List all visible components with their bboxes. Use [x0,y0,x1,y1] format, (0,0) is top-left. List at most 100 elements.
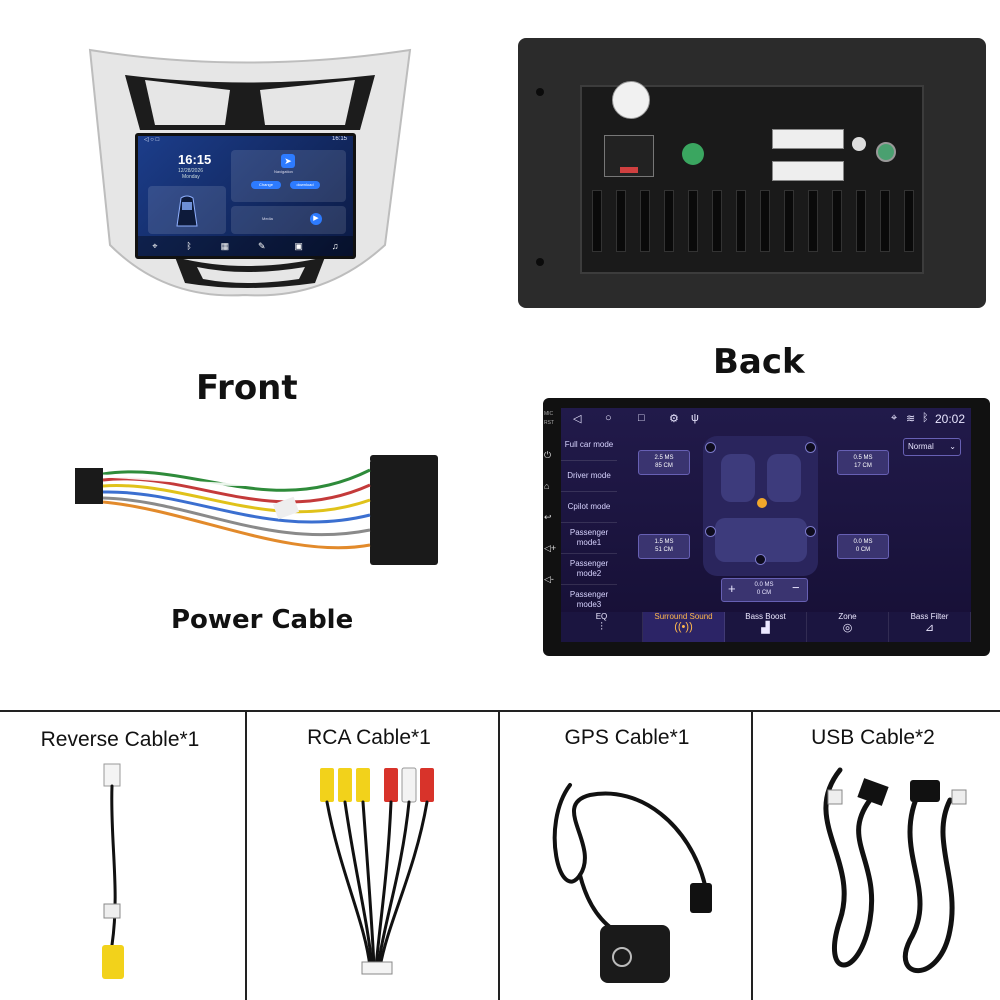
front-left-delay[interactable]: 2.5 MS 85 CM [638,450,690,475]
front-label: Front [196,368,298,408]
mode-item[interactable]: Passenger mode1 [561,523,617,554]
front-status-bar: ◁ ○ □ 16:15 [138,136,353,146]
heat-fin [904,190,914,252]
bluetooth-icon: ᛒ [922,412,929,424]
bluetooth-icon[interactable]: ᛒ [186,241,192,251]
front-dock: ⌖ ᛒ ▦ ✎ ▣ ♫ [138,236,353,256]
equalizer-icon: ⫶ [600,621,603,633]
rear-right-delay[interactable]: 0.0 MS 0 CM [837,534,889,559]
heat-fin [592,190,602,252]
surround-icon: ((•)) [674,621,693,633]
front-right-delay[interactable]: 0.5 MS 17 CM [837,450,889,475]
usb-icon: ψ [691,412,699,424]
heat-fin [712,190,722,252]
usb-cable-image [823,767,967,974]
chevron-down-icon: ⌄ [949,442,956,451]
status-time: 16:15 [331,136,347,142]
location-icon[interactable]: ⌖ [152,240,158,251]
seat [721,454,755,502]
heat-fin [808,190,818,252]
back-icon[interactable]: ◁ [573,413,582,425]
sub-delay-control: + 0.0 MS 0 CM − [721,578,808,602]
media-widget[interactable] [231,206,346,234]
home-circle-icon[interactable]: ○ [605,412,612,424]
power-icon[interactable]: ⏻ [544,450,552,460]
delay-cm: 0 CM [756,590,772,596]
rca-cable-title: RCA Cable*1 [307,726,431,749]
return-icon[interactable]: ↩ [544,512,552,522]
grid-divider [245,712,247,1000]
radio-icon[interactable]: ▣ [294,240,303,251]
minus-button[interactable]: − [792,580,800,595]
mount-hole [536,88,544,96]
front-unit: ◁ ○ □ 16:15 16:15 12/28/2026 Monday ➤ Na… [0,0,500,408]
delay-ms: 2.5 MS [654,455,674,461]
delay-ms: 0.5 MS [853,455,873,461]
heat-fin [760,190,770,252]
telegram-icon[interactable]: ➤ [281,154,295,168]
delay-cm: 17 CM [854,463,872,469]
rst-label: RST [544,420,554,426]
back-label: Back [713,342,805,382]
tab-label: Zone [838,612,857,621]
recent-icon[interactable]: □ [638,412,645,424]
plus-button[interactable]: + [728,581,736,596]
heat-fin [688,190,698,252]
android-icon: ⚙ [669,413,679,425]
reverse-cable-image [102,763,124,979]
dsp-screen: ◁ ○ □ ⚙ ψ ⌖ ≋ ᛒ 20:02 Full car mode Driv… [561,408,971,642]
dsp-status-bar: ◁ ○ □ ⚙ ψ ⌖ ≋ ᛒ 20:02 [561,408,971,430]
delay-cm: 0 CM [855,547,871,553]
heat-fin [880,190,890,252]
mount-hole [536,258,544,266]
date-text: 12/28/2026 [178,168,204,174]
rca-cable-image [320,767,434,975]
grid-divider [498,712,500,1000]
car-icon [176,195,198,227]
subwoofer-icon [755,554,766,565]
download-button[interactable]: download [290,181,320,189]
speaker-icon [805,442,816,453]
tab-zone[interactable]: Zone◎ [807,612,889,642]
play-button[interactable]: ▶ [310,213,322,225]
sticker [612,81,650,119]
tab-eq[interactable]: EQ⫶ [561,612,643,642]
wifi-icon: ≋ [906,413,916,425]
back-nav-icon[interactable]: ◁ ○ □ [144,137,160,143]
grid-divider [751,712,753,1000]
delay-ms: 1.5 MS [654,539,674,545]
tab-bass-filter[interactable]: Bass Filter⊿ [889,612,971,642]
mode-item[interactable]: Full car mode [561,430,617,461]
location-icon: ⌖ [891,412,898,424]
sub-delay-value: 0.0 MS 0 CM [746,581,782,597]
volume-down-icon[interactable]: ◁- [544,574,554,584]
mode-item[interactable]: Driver mode [561,461,617,492]
apps-icon[interactable]: ▦ [220,240,230,251]
tab-surround-sound[interactable]: Surround Sound((•)) [643,612,725,642]
delay-cm: 85 CM [655,463,673,469]
home-icon[interactable]: ⌂ [544,481,550,491]
tab-bass-boost[interactable]: Bass Boost▟ [725,612,807,642]
music-icon[interactable]: ♫ [331,241,339,251]
heat-sink [588,190,918,260]
volume-up-icon[interactable]: ◁+ [544,543,557,553]
mode-select[interactable]: Normal ⌄ [903,438,961,456]
back-housing [580,81,924,274]
rear-left-delay[interactable]: 1.5 MS 51 CM [638,534,690,559]
listener-dot[interactable] [757,498,767,508]
mode-item[interactable]: Passenger mode2 [561,554,617,585]
antenna-socket [852,137,866,151]
day-text: Monday [182,174,200,180]
power-cable-image [75,455,438,565]
tools-icon[interactable]: ✎ [258,240,266,251]
qc-sticker [682,143,704,165]
delay-ms: 0.0 MS [754,582,774,588]
speaker-icon [805,526,816,537]
mode-item[interactable]: Cpilot mode [561,492,617,523]
delay-cm: 51 CM [655,547,673,553]
media-label: Media [262,216,273,221]
gps-socket [876,142,896,162]
change-button[interactable]: Change [251,181,281,189]
tab-label: Surround Sound [654,612,713,621]
dsp-time: 20:02 [935,412,966,426]
